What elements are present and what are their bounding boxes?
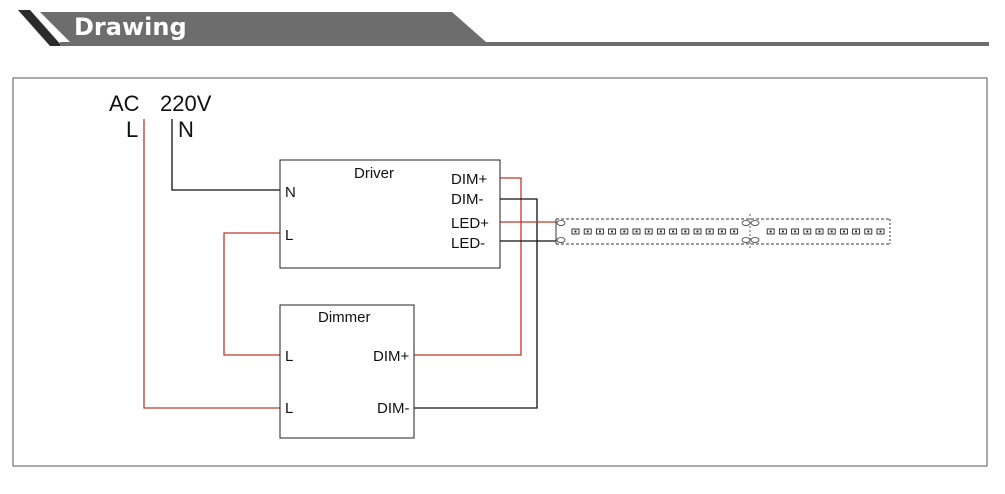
driver-pin-n: N <box>285 184 296 201</box>
section-header: Drawing <box>14 10 989 46</box>
led-chip-row <box>571 228 885 235</box>
led-chip <box>766 228 775 235</box>
led-chip <box>583 228 592 235</box>
led-chip-dot <box>867 230 870 233</box>
led-chip <box>827 228 836 235</box>
dimmer-pin-dim-minus: DIM- <box>377 400 410 417</box>
led-chip-dot <box>855 230 858 233</box>
led-chip-dot <box>598 230 601 233</box>
strip-mid-pad-d <box>750 237 760 243</box>
section-title: Drawing <box>74 13 187 41</box>
led-chip-dot <box>696 230 699 233</box>
live-driver-wire <box>223 232 280 356</box>
led-chip-dot <box>659 230 662 233</box>
driver-pin-dim-plus: DIM+ <box>451 171 487 188</box>
led-chip-dot <box>806 230 809 233</box>
led-chip <box>608 228 617 235</box>
strip-mid-pad-c <box>741 237 751 243</box>
led-chip <box>815 228 824 235</box>
header-bar <box>40 12 486 42</box>
ac-supply: AC 220V L N <box>109 91 212 142</box>
driver-pin-led-plus: LED+ <box>451 215 489 232</box>
led-chip <box>852 228 861 235</box>
strip-mid-pad-b <box>750 220 760 226</box>
led-chip-dot <box>794 230 797 233</box>
led-chip-dot <box>623 230 626 233</box>
led-strip-icon <box>555 214 891 248</box>
led-chip <box>571 228 580 235</box>
led-chip <box>669 228 678 235</box>
led-chip-dot <box>684 230 687 233</box>
led-chip-dot <box>830 230 833 233</box>
header-corner-stripe <box>18 10 62 46</box>
dimmer-pin-dim-plus: DIM+ <box>373 348 409 365</box>
wires <box>143 119 556 409</box>
led-chip <box>839 228 848 235</box>
dimmer-title: Dimmer <box>318 309 371 326</box>
led-chip-dot <box>818 230 821 233</box>
driver-pin-dim-minus: DIM- <box>451 191 484 208</box>
led-chip <box>705 228 714 235</box>
led-chip <box>876 228 885 235</box>
dimmer-pin-l-bottom: L <box>285 400 293 417</box>
led-chip <box>778 228 787 235</box>
led-chip <box>595 228 604 235</box>
header-underline <box>60 42 989 46</box>
led-chip-dot <box>879 230 882 233</box>
led-chip-dot <box>769 230 772 233</box>
dimmer-outline <box>279 304 415 439</box>
led-chip <box>693 228 702 235</box>
strip-pad-minus <box>556 237 566 243</box>
dimmer-box: Dimmer L L DIM+ DIM- <box>279 304 415 439</box>
neutral-wire <box>171 119 280 191</box>
led-chip-dot <box>720 230 723 233</box>
led-chip-dot <box>733 230 736 233</box>
live-supply-wire <box>143 119 280 409</box>
strip-mid-pad-a <box>741 220 751 226</box>
led-chip <box>803 228 812 235</box>
led-chip <box>681 228 690 235</box>
supply-l-label: L <box>126 117 138 142</box>
driver-pin-l: L <box>285 227 293 244</box>
led-chip <box>864 228 873 235</box>
strip-pad-plus <box>556 220 566 226</box>
dim-minus-wire <box>414 198 538 409</box>
led-chip-dot <box>842 230 845 233</box>
driver-box: Driver N L DIM+ DIM- LED+ LED- <box>279 159 501 269</box>
driver-title: Driver <box>354 165 394 182</box>
led-chip-dot <box>586 230 589 233</box>
led-chip <box>717 228 726 235</box>
led-chip-dot <box>611 230 614 233</box>
supply-n-label: N <box>178 117 194 142</box>
led-chip <box>632 228 641 235</box>
led-chip <box>620 228 629 235</box>
dim-plus-wire <box>414 177 522 356</box>
supply-voltage-label: 220V <box>160 91 212 116</box>
led-chip-dot <box>708 230 711 233</box>
led-chip <box>791 228 800 235</box>
diagram-frame <box>12 77 988 467</box>
led-chip <box>730 228 739 235</box>
driver-pin-led-minus: LED- <box>451 235 485 252</box>
led-chip-dot <box>574 230 577 233</box>
led-chip-dot <box>781 230 784 233</box>
supply-ac-label: AC <box>109 91 140 116</box>
driver-outline <box>279 159 501 269</box>
led-chip-dot <box>635 230 638 233</box>
led-chip <box>644 228 653 235</box>
led-chip-dot <box>647 230 650 233</box>
dimmer-pin-l-top: L <box>285 348 293 365</box>
led-chip-dot <box>672 230 675 233</box>
led-chip <box>656 228 665 235</box>
